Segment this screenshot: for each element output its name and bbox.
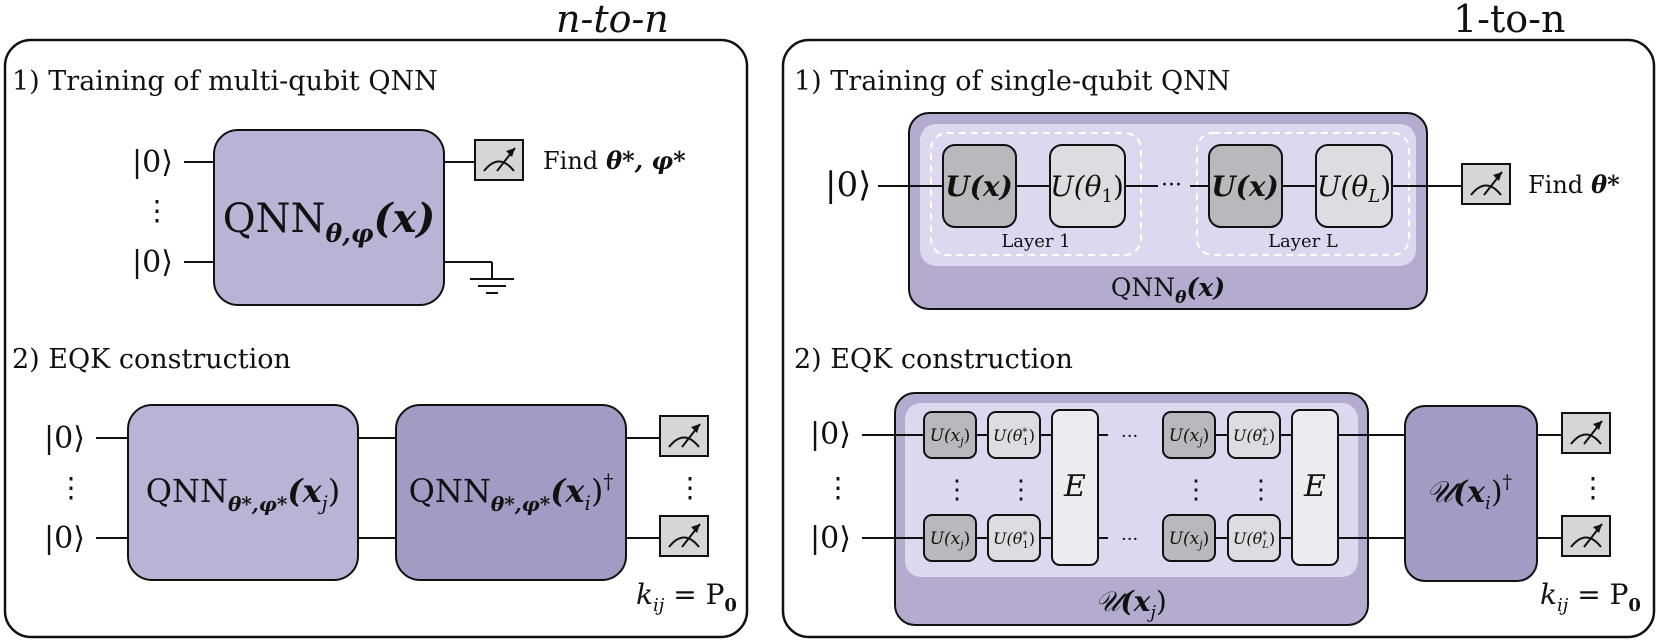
layer-1-outline [930, 132, 1142, 256]
right-eqk-meter-vdots: ⋮ [1579, 471, 1607, 504]
calU-vdots-3: ⋮ [1183, 475, 1209, 505]
calU-gap-bottom [1108, 528, 1162, 548]
small-gate-u-xj-1-top-label: U(xj) [930, 426, 971, 448]
left-eqk-ket-bottom: |0⟩ [44, 521, 85, 556]
right-step1-title: 1) Training of single-qubit QNN [794, 66, 1230, 97]
left-eqk-block-a-label: QNNθ*,φ*(xj) [146, 472, 340, 516]
small-gate-u-xj-1-bottom-label: U(xj) [930, 529, 971, 551]
calU-xi-dagger-label: 𝒰(xi)† [1426, 471, 1512, 514]
small-gate-u-xj-L-bottom [1162, 514, 1216, 562]
calU-gap-top [1108, 425, 1162, 445]
left-panel-header: n-to-n [556, 0, 669, 41]
layer-L-outline [1196, 132, 1410, 256]
gate-u-x-layerL-label: U(x) [1211, 170, 1279, 203]
small-gate-u-theta1-top [987, 411, 1041, 459]
entangler-1 [1051, 409, 1099, 566]
small-gate-u-thetaL-bottom [1227, 514, 1281, 562]
left-ket-top: |0⟩ [132, 145, 173, 180]
left-eqk-measure-icon-top [659, 415, 709, 457]
right-eqk-ket-bottom: |0⟩ [810, 521, 851, 556]
right-ket: |0⟩ [825, 165, 871, 205]
calU-xj-label: 𝒰(xj) [1095, 585, 1167, 623]
small-gate-u-xj-1-top [923, 411, 977, 459]
small-gate-u-thetaL-top [1227, 411, 1281, 459]
entangler-L-label: E [1303, 469, 1326, 504]
right-kernel-formula: kij = P0 [1540, 578, 1641, 616]
left-eqk-block-a [127, 404, 359, 581]
small-gate-u-theta1-top-label: U(θ*1) [993, 426, 1035, 448]
small-gate-u-theta1-bottom [987, 514, 1041, 562]
small-gate-u-xj-L-bottom-label: U(xj) [1169, 529, 1210, 551]
calU-hdots-top: ··· [1121, 426, 1138, 447]
left-eqk-block-b [395, 404, 627, 581]
right-panel-header: 1-to-n [1453, 0, 1565, 41]
calU-vdots-4: ⋮ [1248, 475, 1274, 505]
small-gate-u-thetaL-top-label: U(θ*L) [1233, 426, 1275, 448]
calU-vdots-2: ⋮ [1008, 475, 1034, 505]
right-eqk-measure-icon-top [1561, 412, 1611, 454]
ground-icon [470, 262, 514, 294]
left-qnn-label: QNNθ,φ(x) [223, 195, 436, 248]
right-qnn-inner [920, 124, 1416, 266]
small-gate-u-xj-1-bottom [923, 514, 977, 562]
small-gate-u-thetaL-bottom-label: U(θ*L) [1233, 529, 1275, 551]
calU-hdots-bottom: ··· [1121, 529, 1138, 550]
entangler-L [1291, 409, 1339, 566]
small-gate-u-xj-L-top-label: U(xj) [1169, 426, 1210, 448]
small-gate-u-xj-L-top [1162, 411, 1216, 459]
calU-vdots-1: ⋮ [944, 475, 970, 505]
gate-u-theta1-label: U(θ1) [1050, 170, 1124, 207]
left-measure-icon [474, 139, 524, 181]
left-step1-title: 1) Training of multi-qubit QNN [12, 66, 438, 97]
layer-1-label: Layer 1 [1001, 231, 1070, 252]
right-step2-title: 2) EQK construction [794, 344, 1073, 375]
right-qnn-label: QNNθ(x) [1111, 273, 1225, 308]
left-eqk-vdots: ⋮ [57, 471, 85, 504]
right-eqk-vdots: ⋮ [824, 471, 852, 504]
left-kernel-formula: kij = P0 [636, 578, 737, 616]
left-step2-title: 2) EQK construction [12, 344, 291, 375]
right-measure-icon [1461, 163, 1511, 205]
small-gate-u-theta1-bottom-label: U(θ*1) [993, 529, 1035, 551]
entangler-1-label: E [1063, 469, 1086, 504]
left-eqk-measure-icon-bottom [659, 515, 709, 557]
calU-xi-dagger-block [1404, 405, 1538, 582]
right-eqk-measure-icon-bottom [1561, 515, 1611, 557]
right-hdots: ··· [1161, 173, 1182, 198]
left-vdots: ⋮ [143, 194, 171, 227]
left-eqk-meter-vdots: ⋮ [676, 471, 704, 504]
left-eqk-block-b-label: QNNθ*,φ*(xi)† [409, 469, 614, 516]
left-eqk-ket-top: |0⟩ [44, 421, 85, 456]
left-qnn-block [213, 129, 445, 306]
left-ket-bottom: |0⟩ [132, 245, 173, 280]
gate-u-thetaL-label: U(θL) [1317, 170, 1391, 207]
layer-L-label: Layer L [1268, 231, 1338, 252]
right-eqk-ket-top: |0⟩ [810, 417, 851, 452]
gate-u-x-layer1-label: U(x) [945, 170, 1013, 203]
